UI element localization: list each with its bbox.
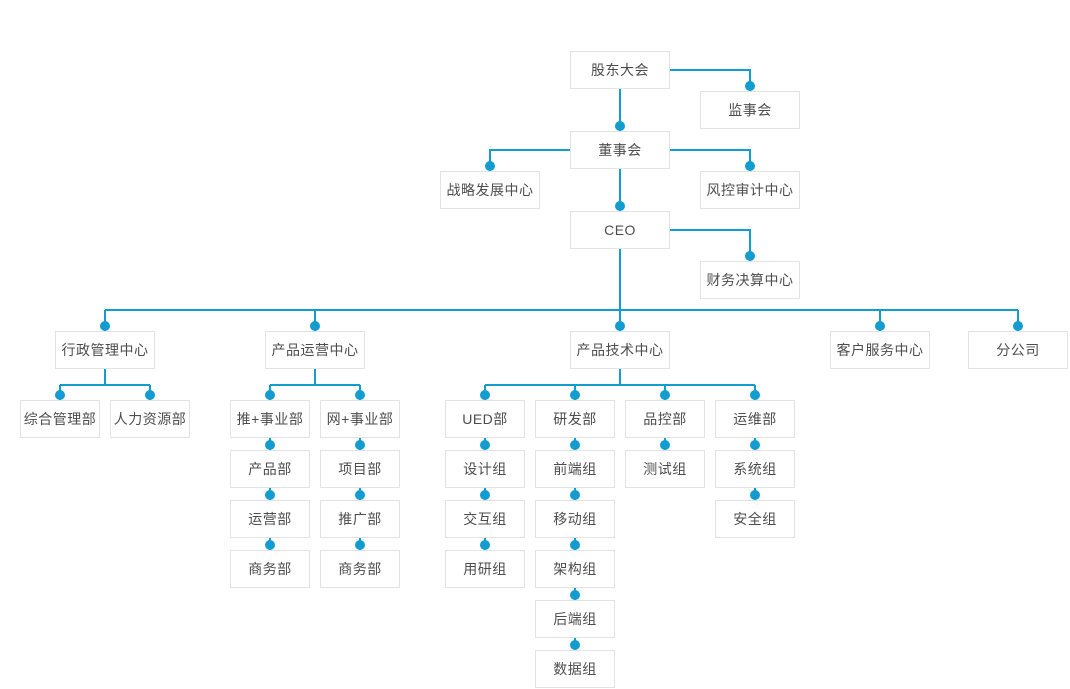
org-node-data-group: 数据组 bbox=[535, 650, 615, 688]
org-node-security-group: 安全组 bbox=[715, 500, 795, 538]
org-node-business-dept-2: 商务部 bbox=[320, 550, 400, 588]
org-node-tech-center: 产品技术中心 bbox=[570, 331, 670, 369]
org-node-rd-dept: 研发部 bbox=[535, 400, 615, 438]
org-node-strategy: 战略发展中心 bbox=[440, 171, 540, 209]
org-node-tui-division: 推+事业部 bbox=[230, 400, 310, 438]
org-node-backend-group: 后端组 bbox=[535, 600, 615, 638]
org-node-hr: 人力资源部 bbox=[110, 400, 190, 438]
org-node-promotion-dept: 推广部 bbox=[320, 500, 400, 538]
org-node-project-dept: 项目部 bbox=[320, 450, 400, 488]
org-node-om-dept: 运维部 bbox=[715, 400, 795, 438]
org-node-ceo: CEO bbox=[570, 211, 670, 249]
org-node-ued-dept: UED部 bbox=[445, 400, 525, 438]
org-node-ops-center: 产品运营中心 bbox=[265, 331, 365, 369]
org-node-mobile-group: 移动组 bbox=[535, 500, 615, 538]
org-node-risk-audit: 风控审计中心 bbox=[700, 171, 800, 209]
org-node-research-group: 用研组 bbox=[445, 550, 525, 588]
org-node-branch: 分公司 bbox=[968, 331, 1068, 369]
org-node-system-group: 系统组 bbox=[715, 450, 795, 488]
org-node-product-dept: 产品部 bbox=[230, 450, 310, 488]
org-node-admin-center: 行政管理中心 bbox=[55, 331, 155, 369]
org-node-service-center: 客户服务中心 bbox=[830, 331, 930, 369]
org-node-architecture-group: 架构组 bbox=[535, 550, 615, 588]
org-node-finance: 财务决算中心 bbox=[700, 261, 800, 299]
org-node-interaction-group: 交互组 bbox=[445, 500, 525, 538]
org-node-shareholders: 股东大会 bbox=[570, 51, 670, 89]
org-node-operation-dept: 运营部 bbox=[230, 500, 310, 538]
org-node-supervisory: 监事会 bbox=[700, 91, 800, 129]
org-node-testing-group: 测试组 bbox=[625, 450, 705, 488]
org-node-business-dept-1: 商务部 bbox=[230, 550, 310, 588]
org-node-design-group: 设计组 bbox=[445, 450, 525, 488]
org-node-general-mgmt: 综合管理部 bbox=[20, 400, 100, 438]
org-node-wang-division: 网+事业部 bbox=[320, 400, 400, 438]
org-node-board: 董事会 bbox=[570, 131, 670, 169]
org-node-qc-dept: 品控部 bbox=[625, 400, 705, 438]
org-node-frontend-group: 前端组 bbox=[535, 450, 615, 488]
